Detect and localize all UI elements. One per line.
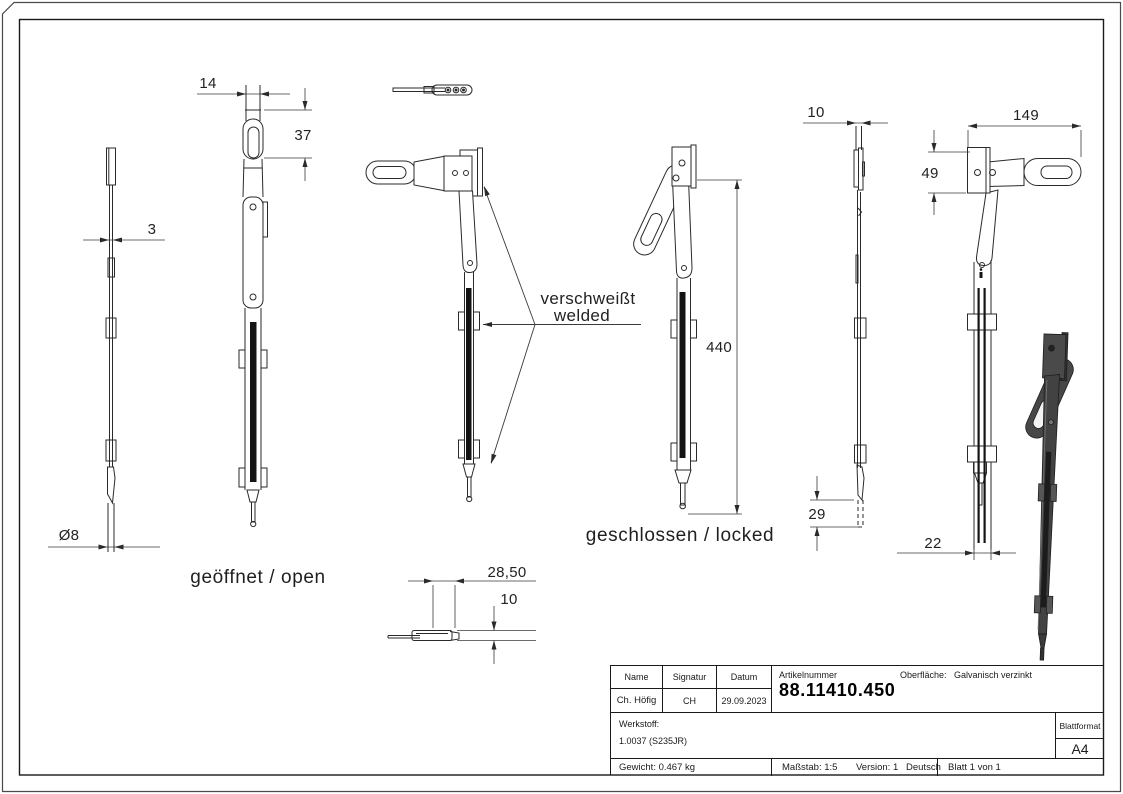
- dim-side-locked-width: 10: [803, 104, 888, 126]
- dim-bottom-height: 10: [457, 591, 536, 664]
- tb-werkstoff-label: Werkstoff:: [619, 719, 660, 729]
- dim-side-open-thickness: 3: [83, 221, 165, 243]
- dim-side-locked-stroke: 29: [808, 476, 861, 551]
- tb-name-value: Ch. Höfig: [611, 689, 663, 713]
- tb-version-value: Version: 1: [856, 762, 899, 773]
- view-bottom-small: [387, 630, 460, 641]
- dim-label-2850: 28,50: [487, 564, 526, 581]
- dim-front-arm-length: 149: [967, 107, 1082, 157]
- dim-label-22: 22: [924, 535, 941, 552]
- view-front-locked: [633, 144, 697, 510]
- tb-gewicht-value: Gewicht: 0.467 kg: [611, 759, 772, 776]
- view-front-weld: [365, 147, 483, 503]
- dim-label-149: 149: [1013, 107, 1039, 124]
- inner-frame: [18, 18, 1105, 776]
- dim-label-10-side: 10: [807, 104, 824, 121]
- tb-sprache-value: Deutsch: [906, 762, 941, 773]
- dim-front-tube-width: 22: [897, 535, 1016, 560]
- weld-annotation: verschweißt welded: [483, 186, 641, 464]
- dim-label-37: 37: [294, 127, 311, 144]
- dim-bottom-length: 28,50: [408, 564, 536, 628]
- tb-oberflaeche-value: Galvanisch verzinkt: [954, 670, 1033, 680]
- caption-locked: geschlossen / locked: [586, 525, 774, 546]
- tb-werkstoff-cell: Werkstoff: 1.0037 (S235JR): [611, 713, 1056, 759]
- tb-oberflaeche-label: Oberfläche:: [900, 670, 947, 680]
- dim-label-440: 440: [706, 339, 732, 356]
- tb-signatur-value: CH: [663, 689, 717, 713]
- view-side-locked: [853, 126, 867, 528]
- tb-artikelnummer-label: Artikelnummer: [779, 670, 838, 680]
- dim-open-rod-width: 14: [197, 75, 290, 97]
- tb-massstab-value: Maßstab: 1:5: [782, 762, 838, 773]
- dim-label-3: 3: [148, 221, 157, 238]
- dim-side-open-diameter: Ø8: [48, 527, 160, 550]
- tb-datum-label: Datum: [717, 666, 772, 689]
- tb-blattformat-value: A4: [1056, 739, 1104, 759]
- tb-datum-value: 29.09.2023: [717, 689, 772, 713]
- tb-artikelnummer-cell: Artikelnummer Oberfläche: Galvanisch ver…: [772, 666, 1104, 713]
- dim-locked-total-height: 440: [688, 179, 742, 515]
- dim-label-10-bottom: 10: [500, 591, 517, 608]
- tb-blatt-value: Blatt 1 von 1: [948, 762, 1001, 773]
- tb-name-label: Name: [611, 666, 663, 689]
- title-block: Name Signatur Datum Ch. Höfig CH 29.09.2…: [610, 665, 1104, 776]
- dim-label-49: 49: [921, 165, 938, 182]
- tb-signatur-label: Signatur: [663, 666, 717, 689]
- view-front-open: [238, 85, 268, 528]
- tb-scale-cell: Maßstab: 1:5 Version: 1 Deutsch: [772, 759, 941, 776]
- dim-open-head-length: 37: [264, 88, 312, 181]
- view-front-right: [967, 147, 1082, 550]
- caption-open: geöffnet / open: [190, 567, 325, 588]
- dim-front-head-height: 49: [921, 130, 970, 215]
- view-top-small: [392, 84, 473, 96]
- weld-note-de: verschweißt: [540, 289, 635, 308]
- weld-note-en: welded: [553, 306, 610, 325]
- dim-label-14: 14: [199, 75, 216, 92]
- view-side-open: [105, 147, 117, 552]
- tb-werkstoff-value: 1.0037 (S235JR): [619, 736, 688, 746]
- tb-blattformat-label: Blattformat: [1056, 713, 1104, 739]
- dim-label-dia8: Ø8: [59, 527, 80, 544]
- tb-artikelnummer-value: 88.11410.450: [779, 680, 896, 700]
- view-isometric-3d: [1025, 332, 1074, 661]
- dim-label-29: 29: [808, 506, 825, 523]
